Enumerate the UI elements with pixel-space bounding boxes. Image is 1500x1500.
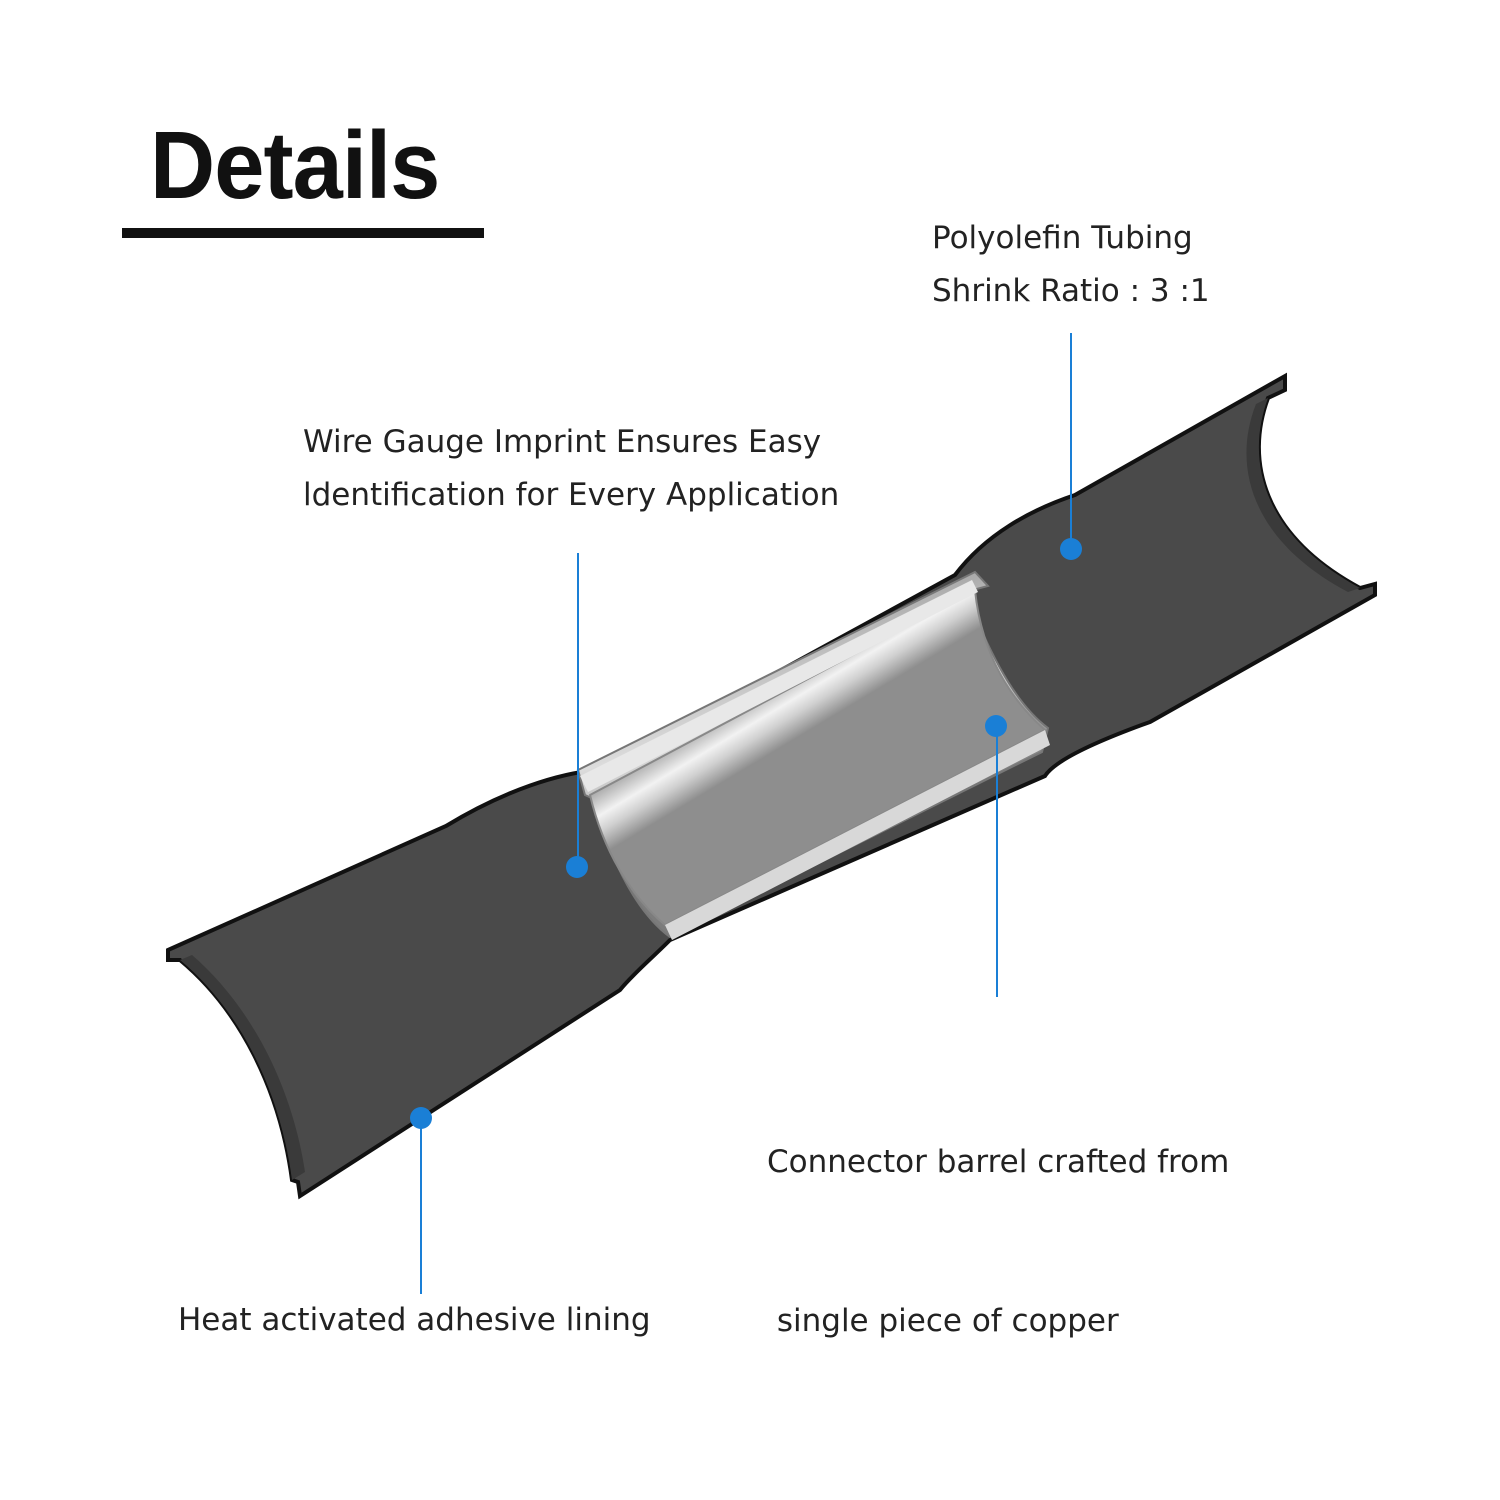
- adhesive-marker-dot: [410, 1107, 432, 1129]
- callout-tubing: Polyolefin Tubing Shrink Ratio : 3 :1: [932, 212, 1210, 318]
- barrel-rim-bottom: [665, 730, 1050, 940]
- callout-imprint: Wire Gauge Imprint Ensures Easy ldentifi…: [303, 416, 839, 522]
- callout-barrel: Connector barrel crafted from single pie…: [767, 1030, 1229, 1401]
- callout-imprint-line2: ldentification for Every Application: [303, 477, 840, 513]
- callout-barrel-line1: Connector barrel crafted from: [767, 1144, 1230, 1180]
- page-title: Details: [150, 112, 440, 219]
- callout-adhesive: Heat activated adhesive lining: [178, 1294, 651, 1347]
- callout-imprint-line1: Wire Gauge Imprint Ensures Easy: [303, 424, 822, 460]
- callout-adhesive-line1: Heat activated adhesive lining: [178, 1302, 651, 1338]
- right-opening-shade: [1246, 398, 1360, 592]
- barrel-marker-dot: [985, 715, 1007, 737]
- callout-tubing-line2: Shrink Ratio : 3 :1: [932, 273, 1210, 309]
- barrel-rim-top: [580, 580, 978, 792]
- callout-leaders: [420, 333, 1072, 1294]
- callout-barrel-line2: single piece of copper: [767, 1303, 1119, 1339]
- callout-tubing-line1: Polyolefin Tubing: [932, 220, 1193, 256]
- left-opening-shade: [180, 955, 305, 1180]
- imprint-marker-dot: [566, 856, 588, 878]
- tubing-marker-dot: [1060, 538, 1082, 560]
- title-underline: [122, 228, 484, 238]
